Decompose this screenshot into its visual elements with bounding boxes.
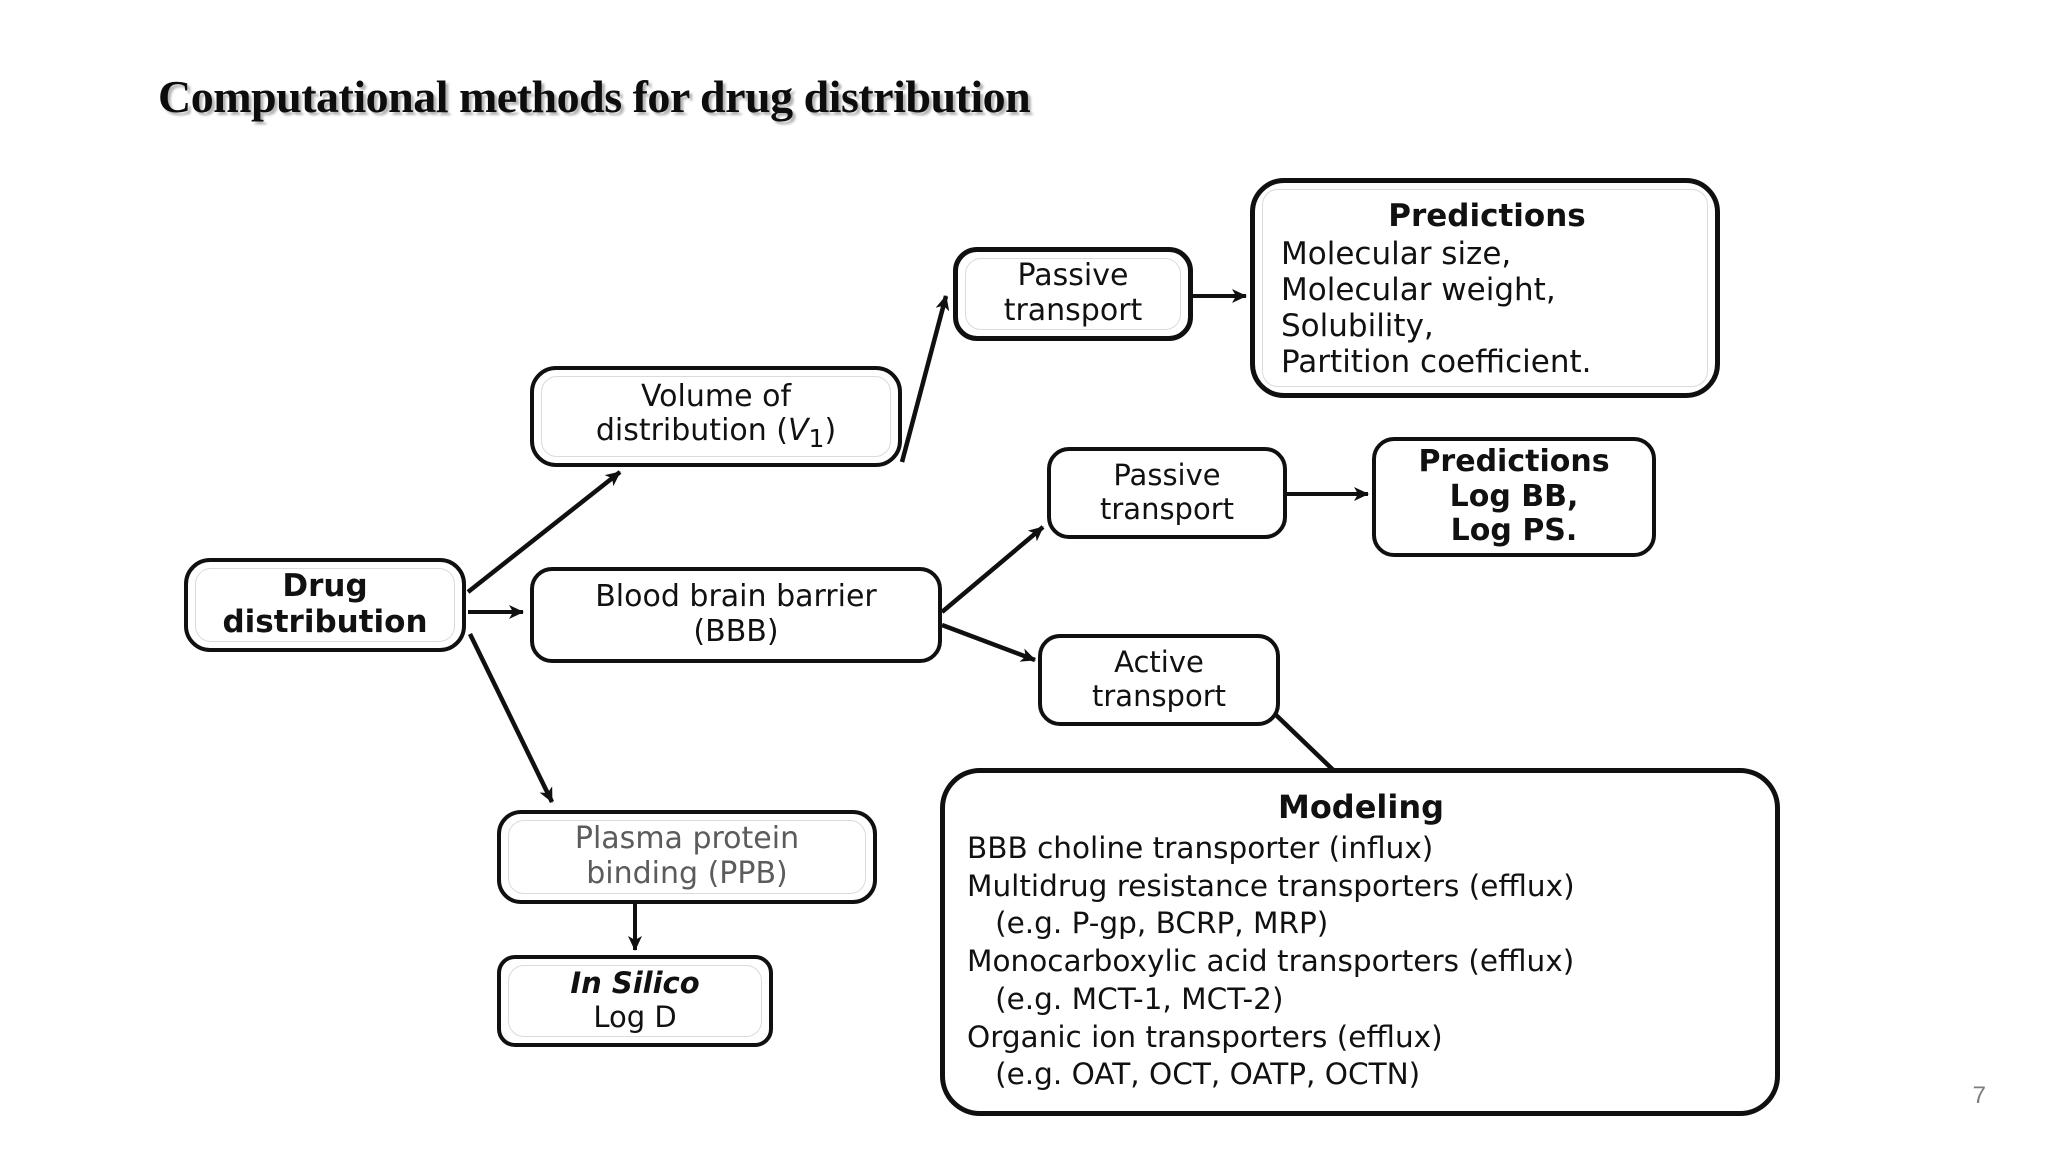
node-label-line: Multidrug resistance transporters (efflu… <box>967 868 1575 903</box>
node-title: Predictions <box>1418 443 1610 479</box>
node-predictions-middle[interactable]: Predictions Log BB, Log PS. <box>1372 437 1656 557</box>
node-label-line: Solubility, <box>1281 307 1434 344</box>
node-in-silico[interactable]: In Silico Log D <box>497 955 773 1047</box>
variable-subscript: 1 <box>808 424 825 454</box>
node-label-line: transport <box>1003 293 1143 328</box>
node-label-line: BBB choline transporter (influx) <box>967 830 1434 865</box>
node-active-transport[interactable]: Active transport <box>1038 634 1280 726</box>
node-label-line: binding (PPB) <box>586 856 788 891</box>
node-label-line: Log D <box>593 1000 677 1034</box>
node-plasma-protein-binding[interactable]: Plasma protein binding (PPB) <box>497 810 877 904</box>
node-label-line: Molecular weight, <box>1281 271 1556 308</box>
node-label-line: (e.g. P-gp, BCRP, MRP) <box>967 906 1329 941</box>
node-modeling[interactable]: Modeling BBB choline transporter (influx… <box>940 768 1780 1116</box>
node-label-line: Plasma protein <box>574 821 800 857</box>
node-label-line: Passive <box>1017 258 1129 294</box>
node-label-line: Passive <box>1113 458 1221 493</box>
node-label-line: Organic ion transporters (efflux) <box>967 1019 1443 1054</box>
node-label-line: (e.g. OAT, OCT, OATP, OCTN) <box>967 1057 1421 1092</box>
node-label-line: transport <box>1100 492 1234 526</box>
node-predictions-top[interactable]: Predictions Molecular size, Molecular we… <box>1250 178 1720 398</box>
edge-volume-to-passive-top <box>899 295 950 463</box>
node-label-line: distribution (V1) <box>595 413 837 454</box>
node-label-line: Partition coefficient. <box>1281 343 1592 380</box>
node-title: Predictions <box>1388 198 1586 234</box>
label-text: ) <box>824 413 837 449</box>
node-label-line: distribution <box>222 604 428 640</box>
label-text: distribution ( <box>595 413 789 449</box>
node-label-line: Log PS. <box>1450 513 1578 549</box>
node-passive-transport-middle[interactable]: Passive transport <box>1047 447 1287 539</box>
node-volume-of-distribution[interactable]: Volume of distribution (V1) <box>530 366 902 467</box>
page-title: Computational methods for drug distribut… <box>158 71 1031 122</box>
node-label-line: Active <box>1114 645 1204 680</box>
edge-bbb-to-active <box>941 622 1036 663</box>
node-label-line: (e.g. MCT-1, MCT-2) <box>967 981 1284 1016</box>
variable-v: V <box>788 413 809 449</box>
node-label-line: transport <box>1092 679 1226 713</box>
node-label-line: Log BB, <box>1449 478 1579 514</box>
node-passive-transport-top[interactable]: Passive transport <box>953 247 1193 341</box>
node-label-line: Volume of <box>640 378 792 414</box>
node-blood-brain-barrier[interactable]: Blood brain barrier (BBB) <box>530 567 942 663</box>
node-title: In Silico <box>570 966 700 1001</box>
node-label-line: Monocarboxylic acid transporters (efflux… <box>967 944 1575 979</box>
node-label-line: Molecular size, <box>1281 235 1512 272</box>
node-drug-distribution[interactable]: Drug distribution <box>184 558 466 652</box>
node-label-line: Blood brain barrier <box>595 579 877 615</box>
node-label-line: Drug <box>282 568 368 605</box>
node-title: Modeling <box>1277 788 1445 826</box>
page-number: 7 <box>1972 1082 1986 1109</box>
node-label-line: (BBB) <box>693 614 779 649</box>
edge-bbb-to-passive-mid <box>940 525 1045 614</box>
